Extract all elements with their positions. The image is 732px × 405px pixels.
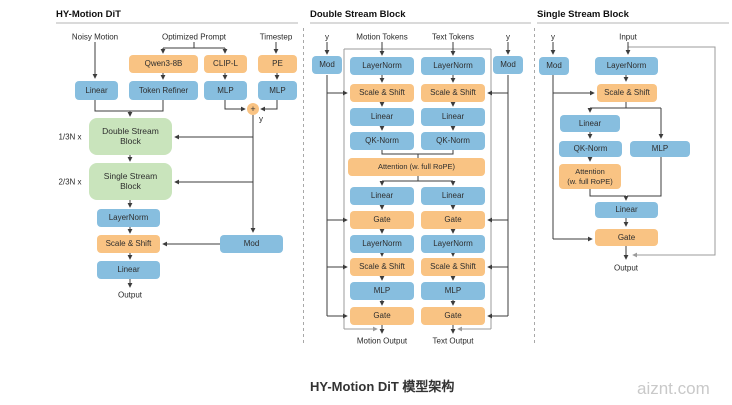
label-y-ds-right: y: [506, 32, 510, 42]
node-ss-layernorm: LayerNorm: [595, 57, 658, 75]
panel-title-hy-motion-dit: HY-Motion DiT: [56, 9, 121, 20]
node-ss-qk-norm: QK-Norm: [559, 141, 622, 157]
node-layernorm-left: LayerNorm: [97, 209, 160, 227]
label-repeat-2-3n: 2/3N x: [58, 177, 82, 187]
label-motion-tokens: Motion Tokens: [356, 32, 408, 42]
node-ds-text-layernorm1: LayerNorm: [421, 57, 485, 75]
node-mod-left-panel: Mod: [220, 235, 283, 253]
node-ds-motion-gate1: Gate: [350, 211, 414, 229]
watermark: aiznt.com: [637, 379, 710, 398]
node-ss-linear2: Linear: [595, 202, 658, 218]
node-token-refiner: Token Refiner: [129, 81, 198, 100]
node-ds-text-gate2: Gate: [421, 307, 485, 325]
node-ds-motion-mlp: MLP: [350, 282, 414, 300]
figure-caption: HY-Motion DiT 模型架构: [310, 379, 455, 394]
node-ss-mlp: MLP: [630, 141, 690, 157]
node-qwen3-8b: Qwen3-8B: [129, 55, 198, 73]
ss-attention-line2: (w. full RoPE): [567, 176, 613, 186]
node-ds-text-scale-shift2: Scale & Shift: [421, 258, 485, 276]
label-text-tokens: Text Tokens: [431, 32, 475, 42]
node-ds-motion-gate2: Gate: [350, 307, 414, 325]
label-noisy-motion: Noisy Motion: [71, 32, 119, 42]
arrows: [92, 42, 664, 334]
node-ds-text-gate1: Gate: [421, 211, 485, 229]
label-text-output: Text Output: [432, 336, 474, 346]
node-ss-attention: Attention (w. full RoPE): [559, 164, 621, 189]
node-ds-motion-layernorm1: LayerNorm: [350, 57, 414, 75]
node-linear-output: Linear: [97, 261, 160, 279]
label-optimized-prompt: Optimized Prompt: [161, 32, 227, 42]
residual-rails: [343, 46, 716, 332]
node-ds-motion-scale-shift2: Scale & Shift: [350, 258, 414, 276]
node-ss-mod: Mod: [539, 57, 569, 75]
label-output-ss: Output: [613, 263, 639, 273]
label-repeat-1-3n: 1/3N x: [58, 132, 82, 142]
node-ds-text-linear1: Linear: [421, 108, 485, 126]
node-ss-linear1: Linear: [560, 115, 620, 132]
node-mlp-clip: MLP: [204, 81, 247, 100]
label-timestep: Timestep: [259, 32, 293, 42]
node-ds-text-linear2: Linear: [421, 187, 485, 205]
node-ds-motion-linear1: Linear: [350, 108, 414, 126]
label-y-ss: y: [551, 32, 555, 42]
node-scale-shift-left: Scale & Shift: [97, 235, 160, 253]
node-ds-text-scale-shift1: Scale & Shift: [421, 84, 485, 102]
label-y-left-panel: y: [259, 114, 263, 124]
panel-title-single-stream: Single Stream Block: [537, 9, 629, 20]
node-ds-motion-qk-norm: QK-Norm: [350, 132, 414, 150]
label-input-ss: Input: [619, 32, 637, 42]
node-ds-text-mlp: MLP: [421, 282, 485, 300]
node-ss-scale-shift: Scale & Shift: [597, 84, 657, 102]
node-pe: PE: [258, 55, 297, 73]
node-clip-l: CLIP-L: [204, 55, 247, 73]
node-ds-attention: Attention (w. full RoPE): [348, 158, 485, 176]
plus-circle: +: [247, 103, 259, 115]
node-ds-text-layernorm2: LayerNorm: [421, 235, 485, 253]
node-ds-motion-scale-shift1: Scale & Shift: [350, 84, 414, 102]
node-ds-text-qk-norm: QK-Norm: [421, 132, 485, 150]
node-mod-ds-right: Mod: [493, 56, 523, 74]
ss-attention-line1: Attention: [575, 167, 605, 177]
node-ss-gate: Gate: [595, 229, 658, 246]
panel-separators: [303, 28, 535, 345]
node-mod-ds-left: Mod: [312, 56, 342, 74]
label-motion-output: Motion Output: [356, 336, 408, 346]
label-y-ds-left: y: [325, 32, 329, 42]
node-mlp-pe: MLP: [258, 81, 297, 100]
label-output-left: Output: [117, 290, 143, 300]
panel-title-double-stream: Double Stream Block: [310, 9, 406, 20]
node-ds-motion-layernorm2: LayerNorm: [350, 235, 414, 253]
node-double-stream-block: Double Stream Block: [89, 118, 172, 155]
node-single-stream-block: Single Stream Block: [89, 163, 172, 200]
node-ds-motion-linear2: Linear: [350, 187, 414, 205]
node-linear-input: Linear: [75, 81, 118, 100]
